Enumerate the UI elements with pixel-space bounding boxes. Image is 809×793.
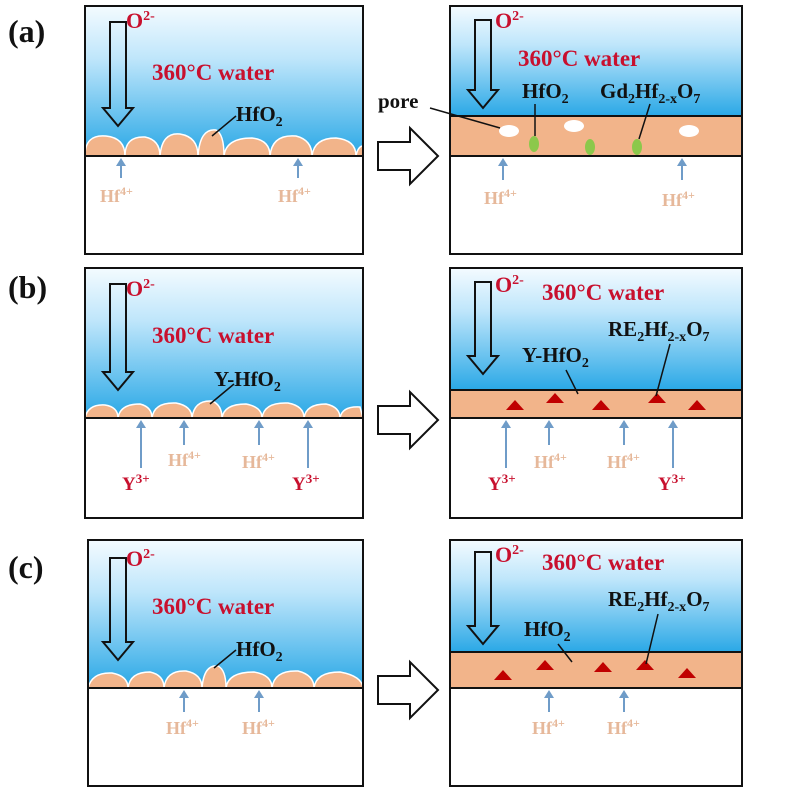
film-label: HfO2	[524, 617, 571, 645]
film-label: Y-HfO2	[522, 343, 589, 371]
oxygen-ion-label: O2-	[495, 8, 524, 33]
phase-label: RE2Hf2-xO7	[608, 317, 710, 345]
hf-ion-label: Hf4+	[607, 450, 640, 472]
hf-ion-label: Hf4+	[242, 450, 275, 472]
oxygen-ion-label: O2-	[495, 272, 524, 297]
hf-ion-label: Hf4+	[100, 184, 133, 206]
oxide-nodules	[87, 665, 364, 689]
hf-ion-label: Hf4+	[534, 450, 567, 472]
panel-c-left: O2- 360°C water HfO2 Hf4+ Hf4+	[87, 539, 364, 787]
hf-ion-label: Hf4+	[278, 184, 311, 206]
panel-a-right: O2- 360°C water pore HfO2 Gd2Hf2-xO7 Hf4…	[378, 5, 743, 255]
water-label: 360°C water	[518, 46, 640, 71]
panel-c-right: O2- 360°C water RE2Hf2-xO7 HfO2 Hf4+ Hf4…	[449, 539, 743, 787]
gd-hafnate-particles	[529, 136, 642, 155]
hf-ion-label: Hf4+	[242, 716, 275, 738]
ion-arrows	[544, 690, 629, 712]
phase-label: Gd2Hf2-xO7	[600, 79, 700, 107]
hf-ion-label: Hf4+	[662, 188, 695, 210]
oxygen-ion-label: O2-	[126, 546, 155, 571]
water-label: 360°C water	[542, 280, 664, 305]
oxygen-arrow	[100, 21, 136, 128]
rare-earth-hafnate-triangles	[494, 660, 696, 680]
rare-earth-hafnate-triangles	[506, 393, 706, 410]
oxygen-arrow	[465, 551, 501, 646]
panel-b-left: O2- 360°C water Y-HfO2 Y3+ Hf4+ Hf4+ Y3+	[84, 267, 364, 519]
oxygen-ion-label: O2-	[126, 8, 155, 33]
film-label: HfO2	[236, 102, 283, 130]
film-label: HfO2	[522, 79, 569, 107]
hf-ion-label: Hf4+	[168, 448, 201, 470]
oxygen-arrow	[465, 19, 501, 110]
water-label: 360°C water	[152, 594, 274, 619]
hf-ion-label: Hf4+	[484, 186, 517, 208]
oxygen-arrow	[100, 557, 136, 662]
y-ion-label: Y3+	[292, 471, 320, 495]
panel-a-left: O2- 360°C water HfO2 Hf4+ Hf4+	[84, 5, 364, 255]
y-ion-label: Y3+	[658, 471, 686, 495]
oxide-nodules	[84, 400, 364, 419]
panel-b-tag: (b)	[8, 269, 47, 305]
hf-ion-label: Hf4+	[166, 716, 199, 738]
ion-arrows	[179, 690, 264, 712]
ion-arrows	[501, 420, 678, 468]
oxide-nodules	[84, 129, 364, 157]
oxygen-arrow	[100, 283, 136, 392]
film-label: Y-HfO2	[214, 367, 281, 395]
oxygen-ion-label: O2-	[495, 542, 524, 567]
hf-ion-label: Hf4+	[607, 716, 640, 738]
water-label: 360°C water	[152, 60, 274, 85]
pore-label: pore	[378, 89, 418, 113]
oxygen-ion-label: O2-	[126, 276, 155, 301]
y-ion-label: Y3+	[488, 471, 516, 495]
process-arrow	[377, 125, 440, 187]
phase-label: RE2Hf2-xO7	[608, 587, 710, 615]
ion-arrows	[136, 420, 313, 468]
panel-c-tag: (c)	[8, 549, 44, 585]
water-label: 360°C water	[152, 323, 274, 348]
panel-b-right: O2- 360°C water RE2Hf2-xO7 Y-HfO2 Y3+ Hf…	[449, 267, 743, 519]
ion-arrows	[498, 158, 687, 180]
hf-ion-label: Hf4+	[532, 716, 565, 738]
panel-a-tag: (a)	[8, 13, 45, 49]
film-label: HfO2	[236, 637, 283, 665]
oxygen-arrow	[465, 281, 501, 376]
water-label: 360°C water	[542, 550, 664, 575]
y-ion-label: Y3+	[122, 471, 150, 495]
process-arrow	[377, 389, 440, 451]
pores	[499, 120, 699, 137]
process-arrow	[377, 659, 440, 721]
ion-arrows	[116, 158, 303, 178]
